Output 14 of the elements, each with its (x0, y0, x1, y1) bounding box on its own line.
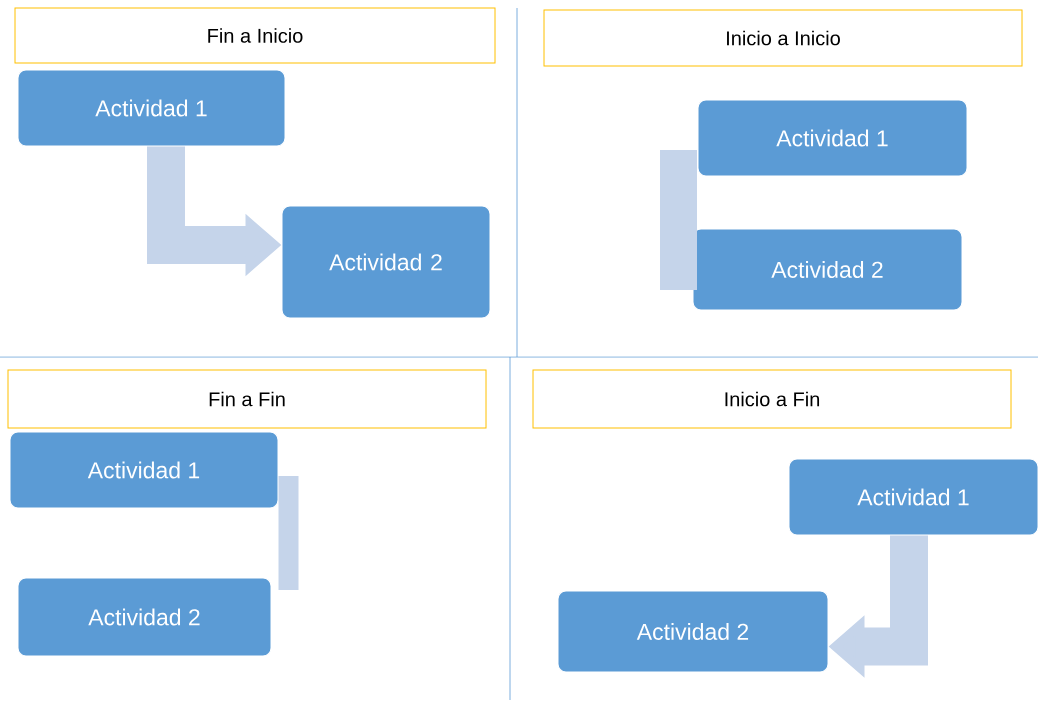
heading-box: Inicio a Inicio (543, 9, 1023, 67)
activity-box: Actividad 2 (17, 577, 272, 657)
activity-box: Actividad 2 (281, 205, 491, 319)
heading-box: Inicio a Fin (532, 369, 1012, 429)
heading-box: Fin a Fin (7, 369, 487, 429)
activity-box: Actividad 2 (692, 228, 963, 311)
activity-box: Actividad 2 (557, 590, 829, 673)
connector-bar (278, 476, 299, 590)
activity-box: Actividad 1 (9, 431, 279, 509)
activity-box: Actividad 1 (788, 458, 1038, 536)
activity-box: Actividad 1 (17, 69, 286, 147)
heading-box: Fin a Inicio (14, 7, 496, 64)
connector-bar (660, 150, 697, 290)
activity-box: Actividad 1 (697, 99, 968, 177)
